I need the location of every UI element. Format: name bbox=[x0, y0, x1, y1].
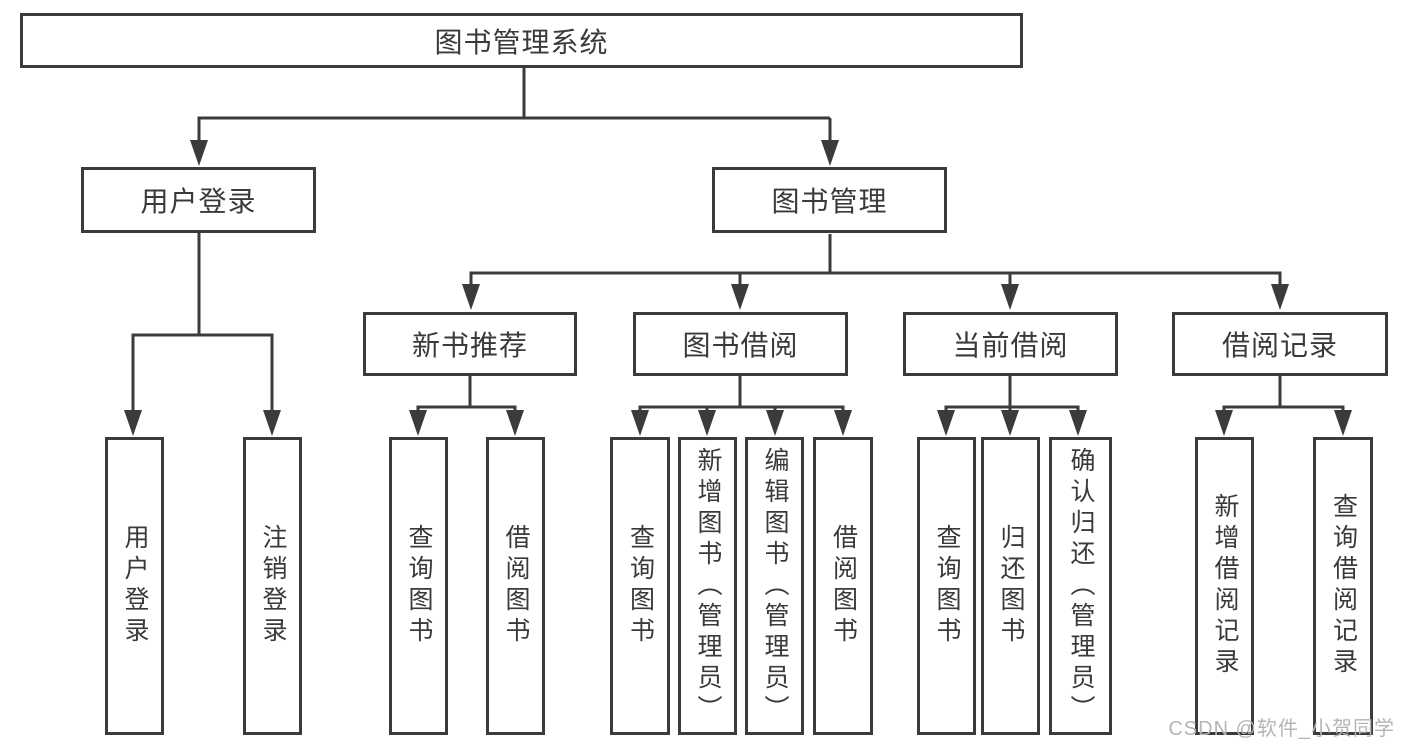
node-label: 当前借阅 bbox=[952, 330, 1069, 361]
arrowhead-icon bbox=[124, 410, 281, 436]
connector-root-to-branches bbox=[197, 68, 832, 146]
node-label: 注销登录 bbox=[259, 524, 287, 648]
node-label: 图书管理系统 bbox=[434, 26, 609, 58]
leaf-add-books-admin: 新增图书（管理员） bbox=[678, 437, 737, 735]
leaf-logout: 注销登录 bbox=[243, 437, 302, 735]
node-label: 用户登录 bbox=[121, 524, 149, 648]
node-label: 图书管理 bbox=[771, 186, 888, 217]
connector-book-mgmt-to-modules bbox=[469, 234, 1282, 290]
node-label: 借阅记录 bbox=[1221, 330, 1338, 361]
arrowhead-icon bbox=[937, 410, 1087, 436]
leaf-borrow-books-recommend: 借阅图书 bbox=[486, 437, 545, 735]
arrowhead-icon bbox=[462, 284, 1289, 310]
leaf-edit-books-admin: 编辑图书（管理员） bbox=[745, 437, 804, 735]
leaf-query-books-current: 查询图书 bbox=[917, 437, 976, 735]
node-label: 新书推荐 bbox=[411, 330, 528, 361]
node-book-management: 图书管理 bbox=[712, 167, 947, 233]
connector-current-borrow-to-leaves bbox=[944, 376, 1080, 416]
connector-new-book-to-leaves bbox=[416, 376, 517, 416]
node-label: 用户登录 bbox=[140, 186, 257, 217]
node-user-login: 用户登录 bbox=[81, 167, 316, 233]
arrowhead-icon bbox=[409, 410, 524, 436]
leaf-borrow-books-borrowing: 借阅图书 bbox=[813, 437, 873, 735]
node-new-book-recommendation: 新书推荐 bbox=[363, 312, 577, 376]
connector-borrow-records-to-leaves bbox=[1222, 376, 1345, 416]
node-label: 确认归还（管理员） bbox=[1067, 446, 1095, 726]
connector-book-borrow-to-leaves bbox=[638, 376, 845, 416]
leaf-add-borrow-record: 新增借阅记录 bbox=[1195, 437, 1254, 735]
node-label: 图书借阅 bbox=[682, 330, 799, 361]
leaf-user-login: 用户登录 bbox=[105, 437, 164, 735]
leaf-query-books-borrowing: 查询图书 bbox=[610, 437, 670, 735]
node-label: 借阅图书 bbox=[502, 524, 530, 648]
node-label: 归还图书 bbox=[997, 524, 1025, 648]
node-label: 查询借阅记录 bbox=[1329, 493, 1358, 679]
connector-user-login-to-leaves bbox=[131, 233, 274, 416]
arrowhead-icon bbox=[1215, 410, 1352, 436]
node-borrowing-records: 借阅记录 bbox=[1172, 312, 1388, 376]
arrowhead-icon bbox=[190, 140, 839, 166]
leaf-return-books: 归还图书 bbox=[981, 437, 1040, 735]
node-current-borrowing: 当前借阅 bbox=[903, 312, 1118, 376]
node-label: 查询图书 bbox=[626, 524, 655, 648]
node-label: 新增图书（管理员） bbox=[694, 446, 722, 726]
leaf-confirm-return-admin: 确认归还（管理员） bbox=[1049, 437, 1112, 735]
leaf-query-borrow-record: 查询借阅记录 bbox=[1313, 437, 1373, 735]
csdn-watermark: CSDN @软件_小贺同学 bbox=[1168, 718, 1395, 740]
leaf-query-books-recommend: 查询图书 bbox=[389, 437, 448, 735]
node-label: 查询图书 bbox=[405, 524, 433, 648]
node-label: 新增借阅记录 bbox=[1211, 493, 1239, 679]
node-label: 查询图书 bbox=[933, 524, 961, 648]
arrowhead-icon bbox=[631, 410, 852, 436]
node-book-borrowing: 图书借阅 bbox=[633, 312, 848, 376]
node-root-library-system: 图书管理系统 bbox=[20, 13, 1023, 68]
node-label: 编辑图书（管理员） bbox=[761, 446, 789, 726]
node-label: 借阅图书 bbox=[829, 524, 858, 648]
